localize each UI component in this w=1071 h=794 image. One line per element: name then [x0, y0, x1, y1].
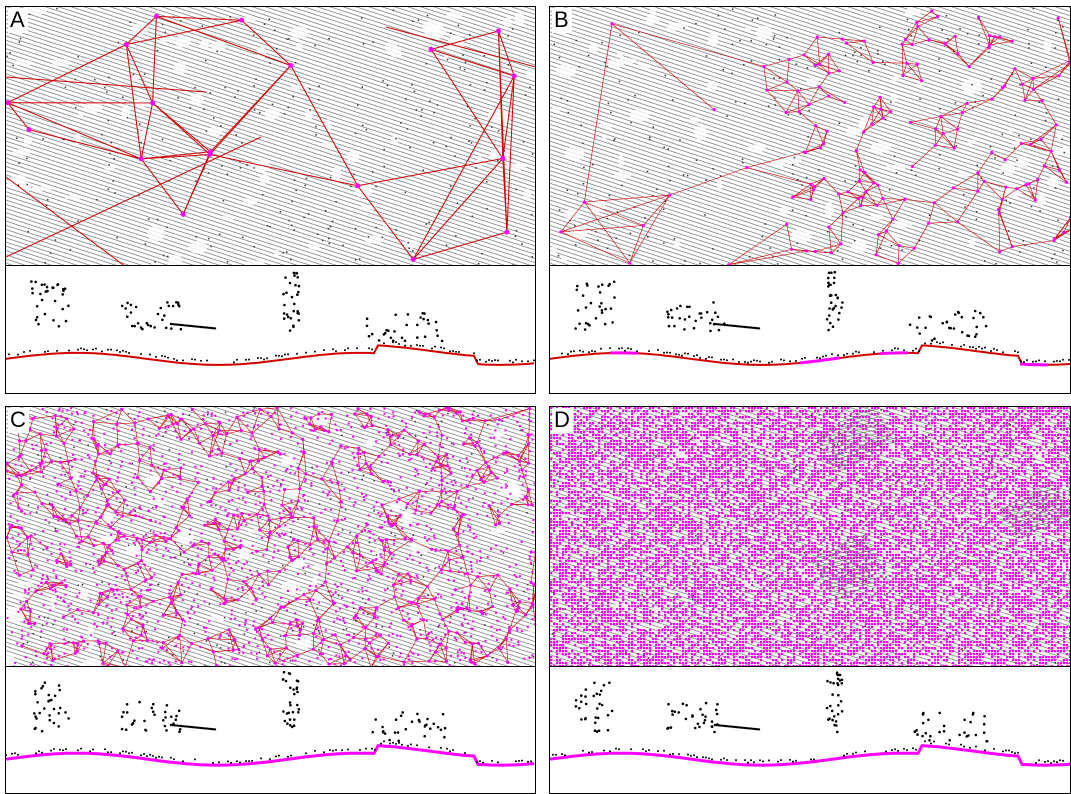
terrain-surface-line	[6, 744, 535, 767]
ground-segment	[1019, 362, 1048, 367]
panel-label: D	[552, 408, 573, 433]
elevation-profile	[550, 671, 1070, 767]
tin-edges	[560, 10, 1070, 265]
panel-label: A	[8, 8, 28, 33]
panel-c-top: C	[5, 406, 536, 667]
point-cloud-plan-view	[6, 7, 535, 265]
panel-d-top: D	[549, 406, 1071, 667]
ground-segment	[799, 356, 841, 365]
point-cloud-plan-view	[550, 407, 1070, 666]
profile-points	[6, 670, 532, 764]
elevation-profile	[6, 670, 535, 767]
elevation-profile	[6, 271, 535, 366]
panel-a-top: A	[5, 6, 536, 266]
ground-seed-points	[6, 407, 535, 666]
building-roof	[999, 479, 1070, 545]
profile-points	[552, 671, 1064, 764]
lidar-gaps	[7, 7, 535, 265]
terrain-surface-line	[550, 744, 1070, 767]
panel-b-top: B	[549, 6, 1071, 266]
panel-a-profile	[5, 265, 536, 394]
ground-segment	[879, 351, 908, 356]
panel-label: B	[552, 8, 572, 33]
profile-points	[8, 271, 535, 364]
ground-seed-points	[559, 9, 1070, 265]
panel-label: C	[8, 408, 29, 433]
elevation-profile	[550, 270, 1070, 367]
lidar-scan-texture	[550, 7, 1070, 265]
building-roof	[811, 530, 889, 604]
ground-seed-points	[6, 13, 517, 262]
panel-b-profile	[549, 265, 1071, 394]
panel-c-profile	[5, 666, 536, 794]
panel-d-profile	[549, 666, 1071, 794]
terrain-surface-line	[6, 344, 535, 366]
point-cloud-plan-view	[550, 7, 1070, 265]
profile-points	[561, 270, 1070, 364]
tin-edges	[6, 15, 535, 265]
building-roof	[813, 407, 897, 477]
point-cloud-plan-view	[6, 407, 535, 666]
